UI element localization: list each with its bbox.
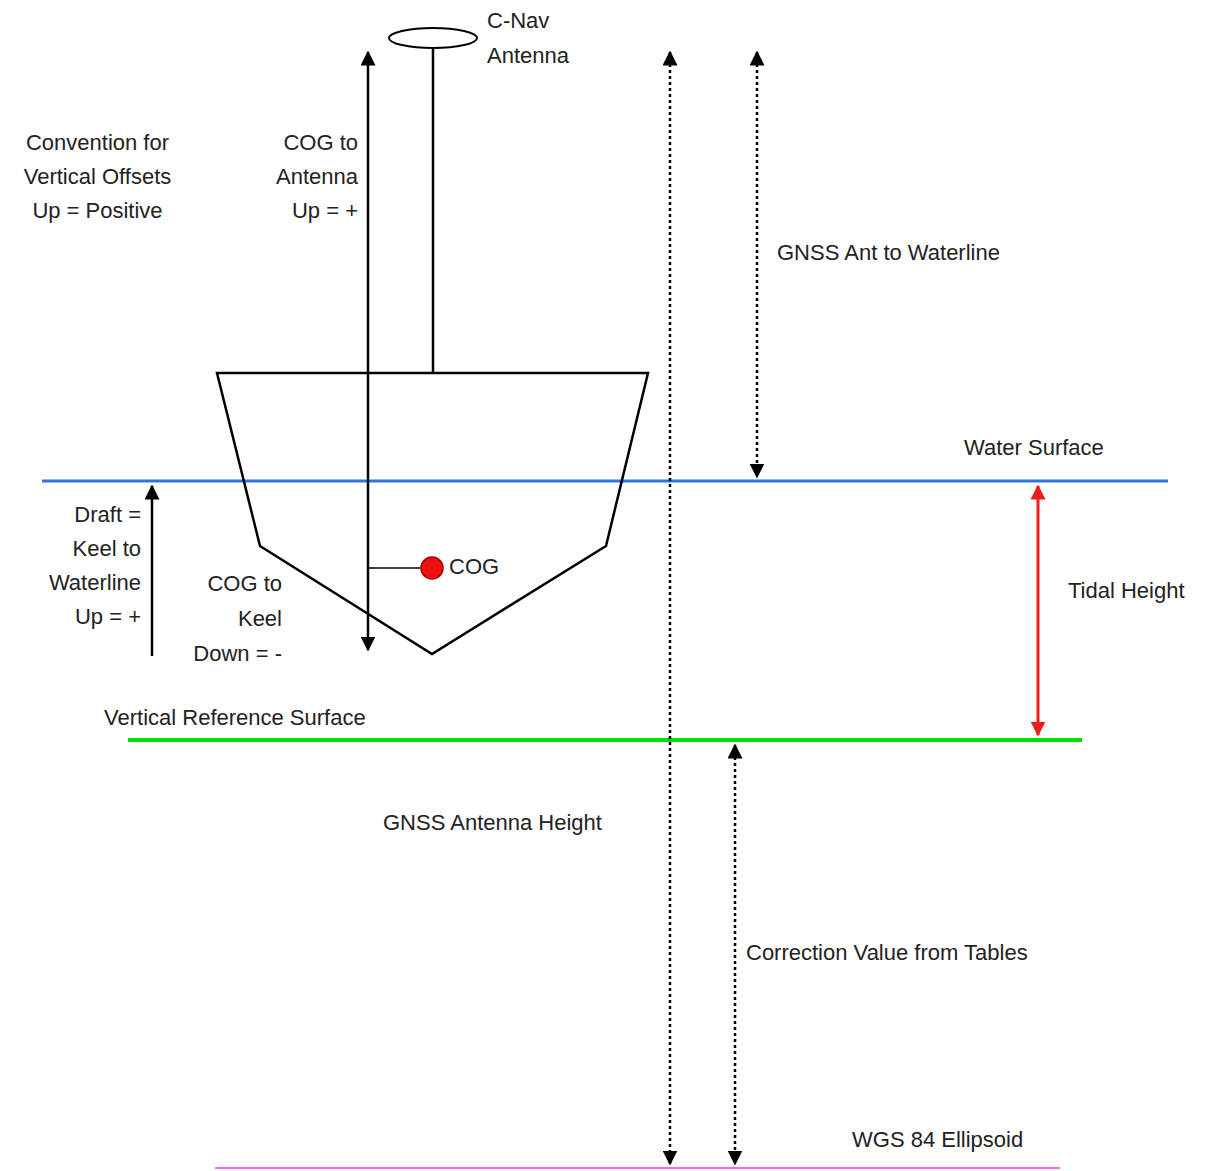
keel-label: COG to Keel Down = - [185, 566, 282, 671]
height-label: GNSS Antenna Height [383, 806, 602, 840]
convention-note: Convention for Vertical Offsets Up = Pos… [10, 126, 185, 228]
antenna-mast [432, 48, 435, 373]
offset-label: COG to Antenna Up = + [258, 126, 358, 228]
cog-dot [421, 557, 443, 579]
ellipsoid-label: WGS 84 Ellipsoid [852, 1123, 1023, 1157]
reference-surface-line [128, 738, 1082, 742]
antenna-height-arrow [669, 52, 672, 1164]
antenna-symbol [389, 28, 477, 48]
antenna-label: C-Nav Antenna [487, 3, 602, 73]
water-surface-line [42, 480, 1168, 483]
cog-label: COG [449, 550, 499, 584]
draft-arrow [151, 486, 154, 656]
tidal-height-arrow [1037, 486, 1040, 735]
ellipsoid-line [215, 1167, 1060, 1169]
correction-arrow [734, 745, 737, 1164]
cog-leader [368, 567, 421, 569]
surface-label: Vertical Reference Surface [104, 701, 366, 735]
draft-label: Draft = Keel to Waterline Up = + [41, 498, 141, 634]
waterline-label: GNSS Ant to Waterline [777, 236, 1000, 270]
offset-arrow [367, 52, 370, 650]
correction-label: Correction Value from Tables [746, 936, 1028, 970]
surface-label: Water Surface [964, 431, 1104, 465]
tidal-label: Tidal Height [1068, 574, 1185, 608]
antenna-waterline-arrow [756, 52, 759, 477]
